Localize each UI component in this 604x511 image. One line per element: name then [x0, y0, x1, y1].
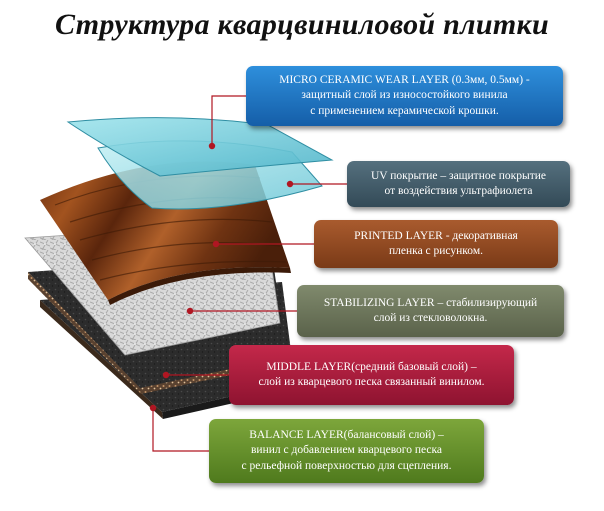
callout-line: MICRO CERAMIC WEAR LAYER (0.3мм, 0.5мм) …	[279, 73, 530, 86]
callout-middle-layer: MIDDLE LAYER(средний базовый слой) – сло…	[229, 345, 514, 405]
callout-line: MIDDLE LAYER(средний базовый слой) –	[266, 360, 477, 373]
callout-line: слой из кварцевого песка связанный винил…	[258, 376, 485, 388]
callout-line: пленка с рисунком.	[389, 245, 483, 257]
callout-line: UV покрытие – защитное покрытие	[371, 169, 546, 182]
callout-line: защитный слой из износостойкого винила	[301, 89, 508, 102]
wear-layer-shape	[66, 117, 334, 177]
callout-line: BALANCE LAYER(балансовый слой) –	[249, 428, 444, 441]
callout-line: с рельефной поверхностью для сцепления.	[241, 459, 452, 472]
leader-line-6	[152, 408, 209, 452]
leader-points	[149, 142, 294, 412]
callout-uv-coating: UV покрытие – защитное покрытие от возде…	[347, 161, 570, 207]
callout-line: винил с добавлением кварцевого песка	[250, 444, 443, 457]
callout-printed-layer: PRINTED LAYER - декоративная пленка с ри…	[314, 220, 558, 268]
callout-balance-layer: BALANCE LAYER(балансовый слой) – винил с…	[209, 419, 484, 483]
callout-micro-ceramic-wear-layer: MICRO CERAMIC WEAR LAYER (0.3мм, 0.5мм) …	[246, 66, 563, 126]
callout-line: с применением керамической крошки.	[310, 104, 499, 117]
leader-line-1	[211, 95, 246, 146]
callout-stabilizing-layer: STABILIZING LAYER – стабилизирующий слой…	[297, 285, 564, 337]
callout-line: слой из стекловолокна.	[373, 312, 488, 324]
callout-line: STABILIZING LAYER – стабилизирующий	[323, 296, 538, 309]
leader-lines	[152, 95, 347, 452]
callout-line: PRINTED LAYER - декоративная	[354, 229, 518, 242]
diagram-title: Структура кварцвиниловой плитки	[55, 8, 549, 41]
callout-line: от воздействия ультрафиолета	[384, 185, 533, 197]
